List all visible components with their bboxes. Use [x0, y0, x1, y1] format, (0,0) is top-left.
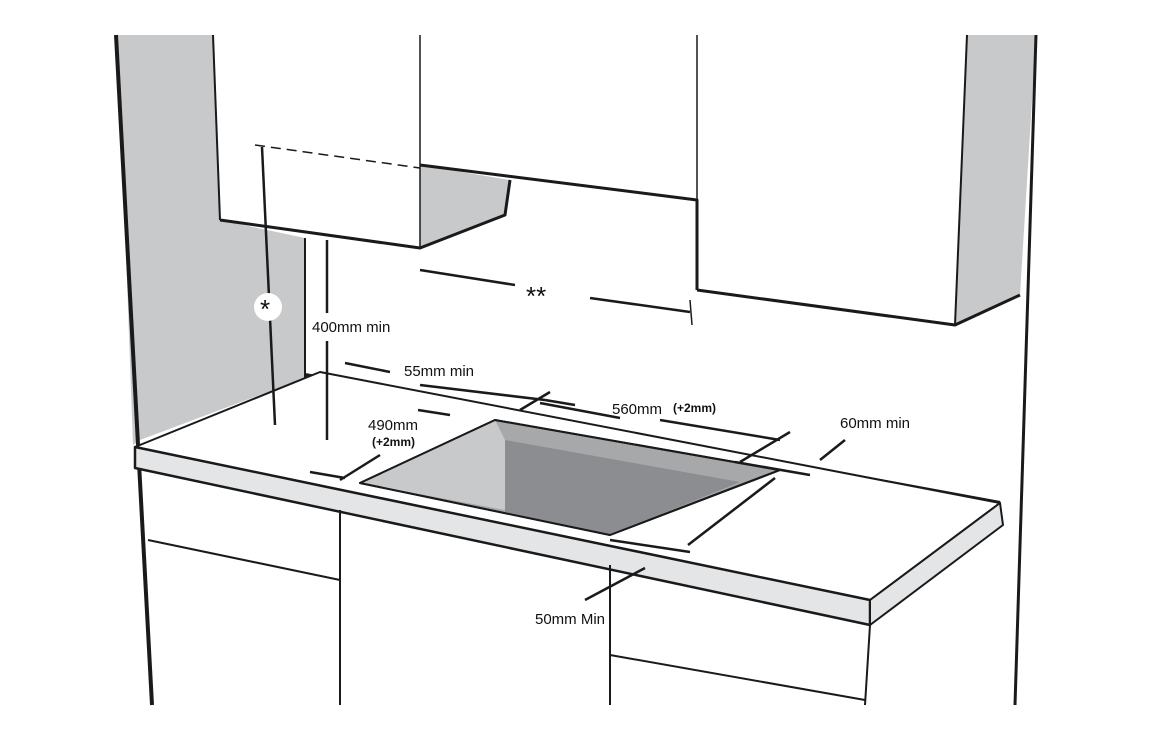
wall-unit-height-label: 400mm min: [312, 319, 390, 336]
left-side-panel: [118, 35, 305, 445]
side-clearance-marker: *: [260, 294, 270, 324]
cutout-depth-label: 490mm: [368, 417, 418, 434]
side-marker-badge: [254, 293, 282, 321]
left-wall-cabinet-underside: [420, 165, 510, 248]
right-side-panel: [955, 35, 1036, 325]
front-clearance-label: 50mm Min: [535, 611, 605, 628]
worktop-end-edge: [869, 502, 1004, 626]
cutout-depth-tolerance: (+2mm): [372, 435, 415, 449]
cutout-width-tolerance: (+2mm): [673, 401, 716, 415]
side-clearance-label: 60mm min: [840, 415, 910, 432]
hood-clearance-marker: **: [526, 281, 546, 311]
hob-cutout-outline: [359, 419, 781, 536]
back-clearance-label: 55mm min: [404, 363, 474, 380]
cutout-width-label: 560mm: [612, 401, 662, 418]
